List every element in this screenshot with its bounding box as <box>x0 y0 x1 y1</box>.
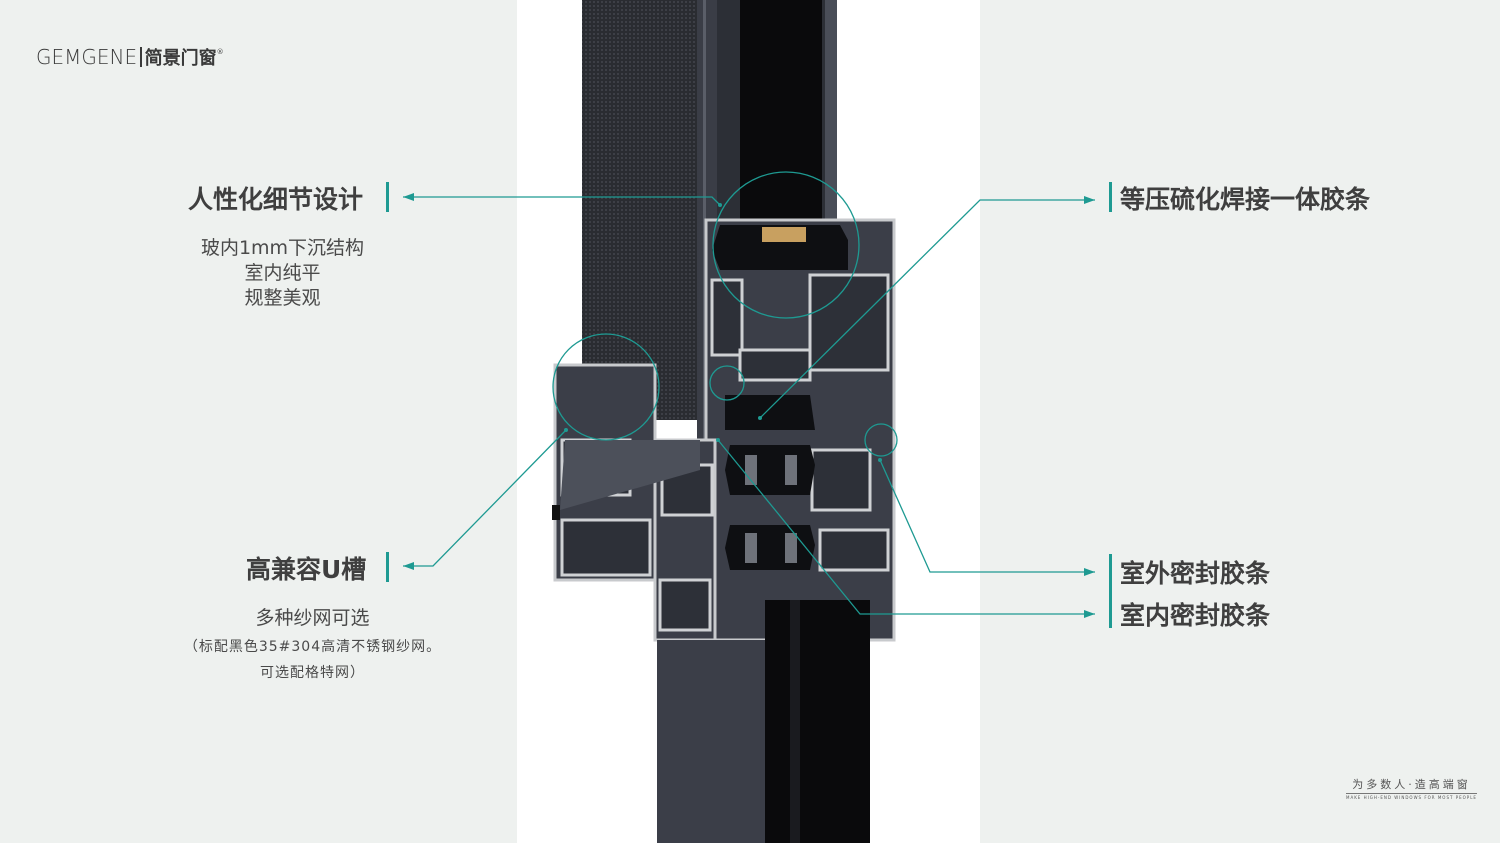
u-groove-line-1: 多种纱网可选 <box>255 607 370 629</box>
registered-mark: ® <box>216 48 224 56</box>
right-panel <box>980 0 1500 843</box>
feature-humanized-desc: 玻内1mm下沉结构 室内纯平 规整美观 <box>160 236 405 311</box>
feature-humanized-bar <box>386 182 389 212</box>
leader-u-groove <box>403 429 567 567</box>
u-groove-line-2: （标配黑色35#304高清不锈钢纱网。 <box>183 639 442 655</box>
leader-humanized <box>403 196 721 206</box>
humanized-line-2: 室内纯平 <box>244 262 321 284</box>
feature-inner-seal-title: 室内密封胶条 <box>1120 601 1271 630</box>
feature-humanized-title: 人性化细节设计 <box>188 185 364 214</box>
humanized-line-1: 玻内1mm下沉结构 <box>200 237 365 259</box>
leader-inner-seal <box>717 439 1095 615</box>
feature-vulcanized-bar <box>1109 182 1112 212</box>
feature-u-groove-title: 高兼容U槽 <box>246 555 367 584</box>
upper-glass <box>740 0 822 230</box>
u-groove-line-3: 可选配格特网） <box>260 665 365 681</box>
brand-logo: GEMGENE 简景门窗 ® <box>36 44 224 70</box>
feature-u-groove-bar <box>386 552 389 582</box>
leader-outer-seal <box>879 459 1095 573</box>
foam-strip-upper <box>762 227 806 242</box>
lower-glass <box>765 600 870 843</box>
slogan-cn: 为多数人·造高端窗 <box>1352 778 1471 791</box>
feature-seal-bar <box>1109 554 1112 628</box>
brand-name-cn: 简景门窗 <box>144 48 217 69</box>
humanized-line-3: 规整美观 <box>244 287 321 309</box>
leader-vulcanized <box>759 199 1095 419</box>
slogan-en: MAKE HIGH-END WINDOWS FOR MOST PEOPLE <box>1346 793 1477 800</box>
brand-name-en: GEMGENE <box>36 45 138 69</box>
slogan: 为多数人·造高端窗 MAKE HIGH-END WINDOWS FOR MOST… <box>1346 776 1477 800</box>
feature-vulcanized-title: 等压硫化焊接一体胶条 <box>1120 185 1371 214</box>
left-panel <box>0 0 517 843</box>
feature-outer-seal-title: 室外密封胶条 <box>1120 559 1271 588</box>
logo-separator <box>140 47 142 67</box>
screen-mesh <box>582 0 697 420</box>
